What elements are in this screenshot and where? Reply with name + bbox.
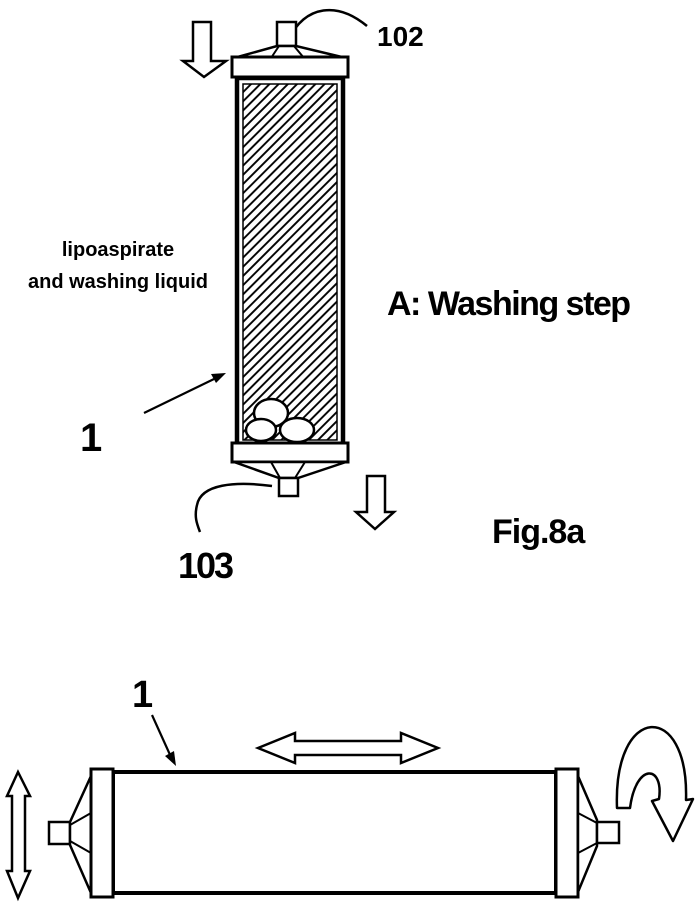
device-ref-label: 1: [132, 674, 153, 716]
washing-column-figure: 102 103 1 lipoaspirate and washing liqui…: [28, 8, 632, 586]
bottom-cap-band: [230, 441, 350, 464]
inlet-port: [275, 20, 298, 48]
tissue-ball: [244, 417, 278, 443]
right-port: [595, 820, 621, 845]
left-right-arrow-icon: [254, 731, 442, 765]
device-ref-leader-arrow: [143, 373, 226, 414]
device-body: [111, 770, 558, 895]
left-port: [47, 820, 72, 846]
right-cap-band: [554, 767, 580, 899]
tissue-balls: [244, 397, 316, 444]
rotation-arrow-icon: [615, 725, 695, 843]
column-hatch-fill: [242, 83, 338, 441]
tissue-ball: [278, 416, 316, 444]
bottom-cap-neck-line: [270, 461, 281, 479]
contents-label-line2: and washing liquid: [28, 271, 208, 293]
up-down-arrow-icon: [5, 769, 33, 902]
device-ref-label: 1: [80, 416, 102, 460]
agitation-figure: 1: [5, 674, 695, 902]
left-cap-band: [89, 767, 115, 899]
device-ref-leader-arrow: [150, 714, 176, 766]
inlet-down-arrow-icon: [179, 20, 230, 79]
outlet-port: [277, 476, 300, 498]
outlet-tube-line: [194, 482, 273, 533]
bottom-cap-cone: [233, 460, 347, 480]
inlet-tube-line: [286, 8, 368, 41]
right-cap-neck-line: [577, 812, 598, 824]
outlet-ref-label: 103: [178, 545, 233, 586]
figure-label: Fig.8a: [492, 513, 586, 551]
inlet-ref-label: 102: [377, 21, 424, 52]
contents-label-line1: lipoaspirate: [62, 239, 174, 261]
left-cap-cone: [68, 775, 93, 894]
left-cap-neck-line: [69, 812, 92, 826]
left-cap-neck-line: [69, 840, 92, 854]
right-cap-neck-line: [577, 842, 598, 854]
bottom-cap-neck-line: [294, 461, 306, 479]
right-cap-cone: [576, 775, 599, 893]
top-cap-band: [230, 55, 350, 79]
outlet-down-arrow-icon: [352, 474, 398, 531]
step-title: A: Washing step: [387, 285, 630, 323]
